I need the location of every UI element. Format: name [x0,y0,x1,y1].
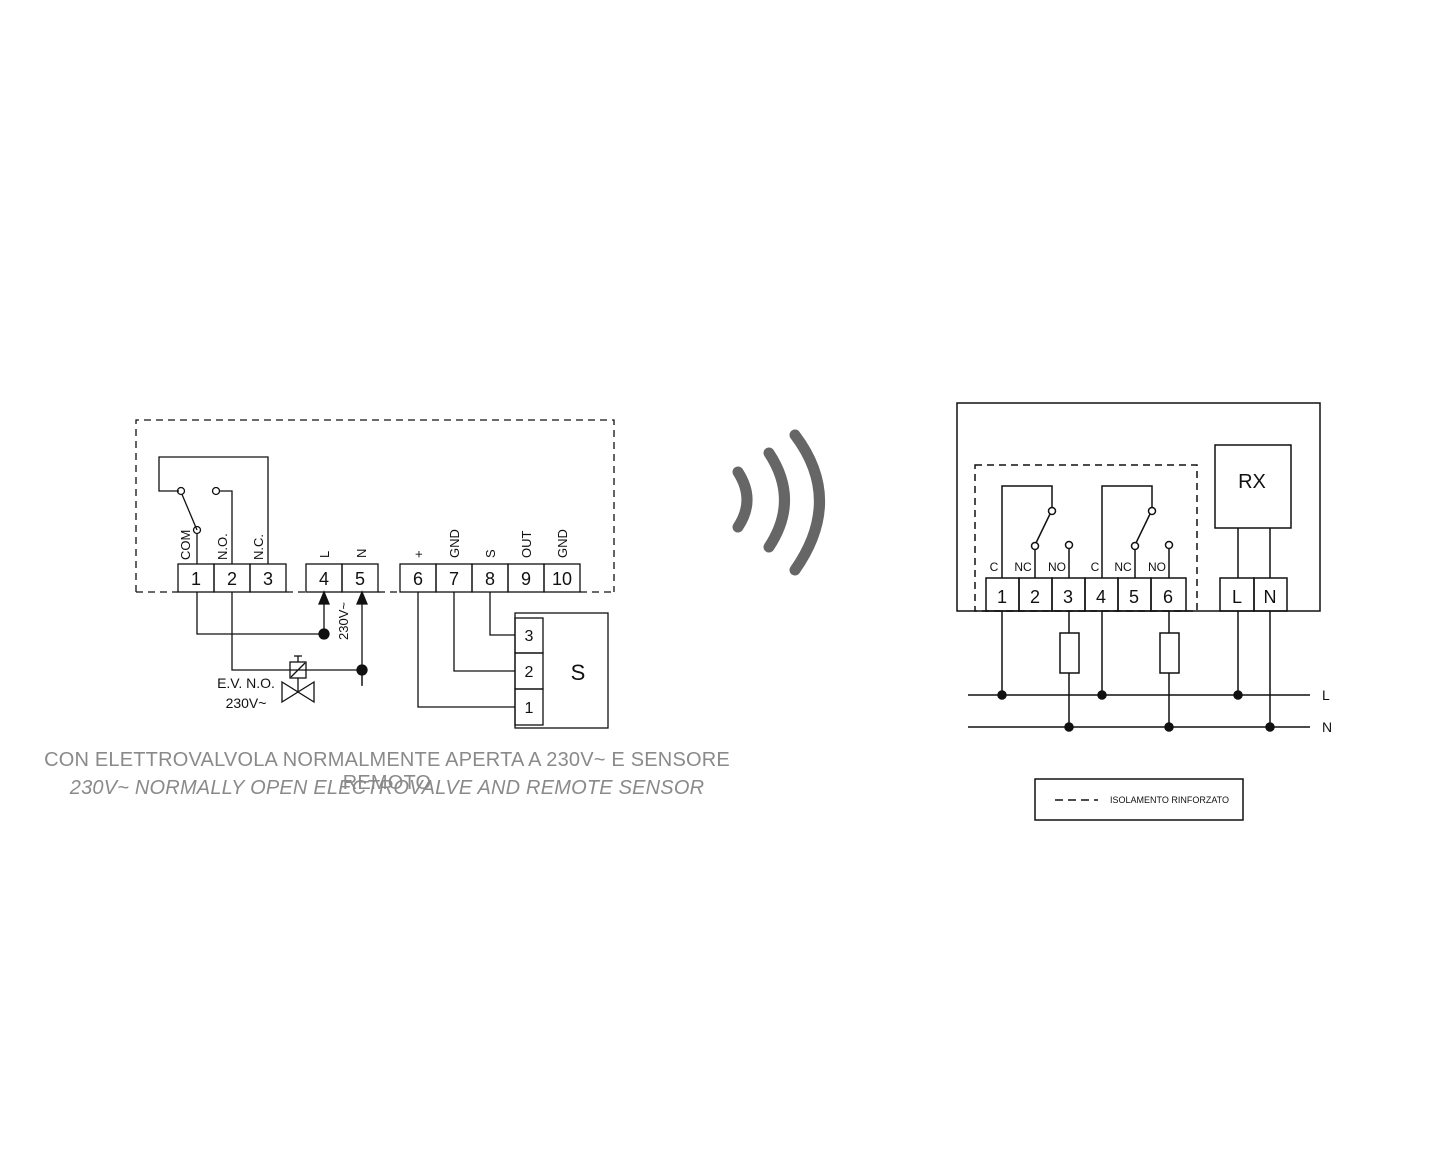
terminal-number: 4 [319,569,329,589]
terminal-label: OUT [519,531,534,559]
contact-label: NO [1048,560,1066,574]
left-wiring-diagram [135,419,615,729]
terminal-number: 4 [1096,587,1106,607]
controller-enclosure [135,419,615,592]
sensor-pin: 1 [525,700,534,717]
power-terminal: N [1264,587,1277,607]
terminal-number: 6 [1163,587,1173,607]
rx-label: RX [1238,471,1266,493]
terminal-number: 8 [485,569,495,589]
terminal-number: 3 [263,569,273,589]
rx-module-box [1214,444,1292,529]
receiver-enclosure [956,402,1321,612]
terminal-label: N.O. [215,533,230,560]
power-terminal: L [1232,587,1242,607]
left-terminal-numbers: 1 2 3 4 5 6 7 8 9 10 [191,569,572,589]
terminal-number: 10 [552,569,572,589]
contact-label: C [1091,560,1100,574]
terminal-number: 7 [449,569,459,589]
valve-label-line1: E.V. N.O. [217,675,275,691]
contact-label: NC [1114,560,1132,574]
caption-english: 230V~ NORMALLY OPEN ELECTROVALVE AND REM… [69,777,705,799]
terminal-label: N.C. [251,534,266,560]
sensor-pin: 2 [525,664,534,681]
resistor-load-icon [1159,632,1180,674]
legend-text: ISOLAMENTO RINFORZATO [1110,795,1229,805]
sensor-label: S [571,660,586,685]
wireless-signal-icon [732,429,825,576]
right-wiring-diagram [956,402,1321,821]
terminal-number: 5 [355,569,365,589]
left-terminal-labels: COM N.O. N.C. L N + GND S OUT GND [178,529,570,560]
terminal-label: L [317,551,332,558]
terminal-label: GND [447,529,462,558]
right-terminal-numbers: 1 2 3 4 5 6 L N [997,587,1277,607]
supply-voltage-label: 230V~ [336,602,351,640]
contact-label: NO [1148,560,1166,574]
terminal-number: 3 [1063,587,1073,607]
terminal-number: 1 [191,569,201,589]
legend-box [1034,778,1244,821]
solenoid-valve-icon [281,655,315,704]
sensor-pin: 3 [525,628,534,645]
terminal-number: 5 [1129,587,1139,607]
terminal-number: 9 [521,569,531,589]
terminal-label: GND [555,529,570,558]
terminal-label: N [354,549,369,558]
terminal-number: 1 [997,587,1007,607]
terminal-number: 6 [413,569,423,589]
terminal-label: S [483,549,498,558]
resistor-load-icon [1059,632,1080,674]
terminal-number: 2 [227,569,237,589]
contact-labels: C NC NO C NC NO [990,560,1166,574]
terminal-number: 2 [1030,587,1040,607]
terminal-label: + [411,550,426,558]
bus-label-N: N [1322,719,1332,735]
caption-italian: CON ELETTROVALVOLA NORMALMENTE APERTA A … [44,749,730,794]
valve-label-line2: 230V~ [226,695,267,711]
bus-label-L: L [1322,687,1330,703]
terminal-label: COM [178,530,193,560]
contact-label: NC [1014,560,1032,574]
contact-label: C [990,560,999,574]
